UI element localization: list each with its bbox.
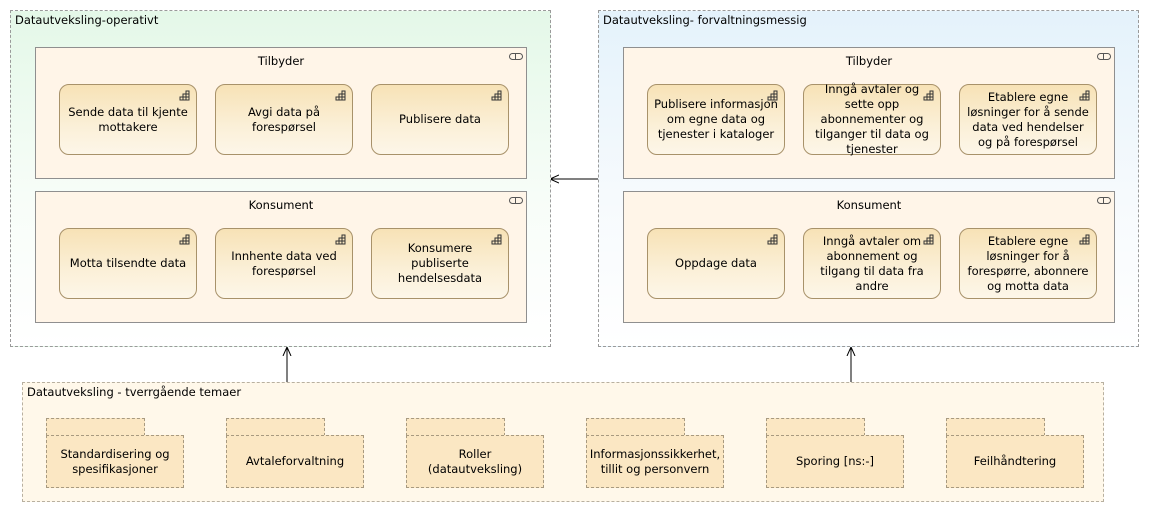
group-title: Datautveksling-operativt — [15, 13, 159, 27]
function-label: Avgi data på forespørsel — [247, 104, 321, 134]
package-tab — [406, 418, 505, 436]
group-title: Datautveksling- forvaltningsmessig — [603, 13, 807, 27]
function-icon — [179, 90, 190, 101]
function-icon — [335, 90, 346, 101]
service-icon — [509, 53, 523, 60]
service-provider[interactable]: Tilbyder Publisere informasjon om egne d… — [623, 47, 1115, 179]
package-label: Standardisering og spesifikasjoner — [46, 435, 184, 488]
function-box[interactable]: Publisere informasjon om egne data og tj… — [647, 84, 785, 155]
function-label: Publisere informasjon om egne data og tj… — [654, 97, 778, 141]
function-box[interactable]: Etablere egne løsninger for å sende data… — [959, 84, 1097, 155]
function-label: Oppdage data — [675, 256, 757, 270]
function-box[interactable]: Konsumere publiserte hendelsesdata — [371, 228, 509, 299]
function-box[interactable]: Publisere data — [371, 84, 509, 155]
package[interactable]: Avtaleforvaltning — [226, 418, 364, 488]
function-box[interactable]: Innhente data ved forespørsel — [215, 228, 353, 299]
service-title: Tilbyder — [845, 54, 893, 68]
service-title: Konsument — [248, 198, 314, 212]
function-box[interactable]: Inngå avtaler om abonnement og tilgang t… — [803, 228, 941, 299]
function-label: Publisere data — [399, 112, 481, 126]
function-icon — [491, 90, 502, 101]
service-provider[interactable]: Tilbyder Sende data til kjente mottakere… — [35, 47, 527, 179]
service-icon — [1097, 197, 1111, 204]
function-icon — [1079, 90, 1090, 101]
function-icon — [179, 234, 190, 245]
package[interactable]: Standardisering og spesifikasjoner — [46, 418, 184, 488]
package-tab — [946, 418, 1045, 436]
package-label: Feilhåndtering — [946, 435, 1084, 488]
function-icon — [491, 234, 502, 245]
service-consumer[interactable]: Konsument Motta tilsendte data Innhente … — [35, 191, 527, 323]
function-label: Innhente data ved forespørsel — [231, 248, 337, 278]
function-label: Konsumere publiserte hendelsesdata — [397, 241, 483, 285]
function-icon — [767, 234, 778, 245]
package[interactable]: Sporing [ns:-] — [766, 418, 904, 488]
function-box[interactable]: Motta tilsendte data — [59, 228, 197, 299]
package-label: Sporing [ns:-] — [766, 435, 904, 488]
function-box[interactable]: Oppdage data — [647, 228, 785, 299]
function-icon — [1079, 234, 1090, 245]
function-box[interactable]: Avgi data på forespørsel — [215, 84, 353, 155]
function-label: Etablere egne løsninger for å forespørre… — [967, 233, 1089, 293]
service-icon — [1097, 53, 1111, 60]
package-label: Avtaleforvaltning — [226, 435, 364, 488]
function-label: Inngå avtaler og sette opp abonnementer … — [815, 82, 929, 156]
service-consumer[interactable]: Konsument Oppdage data Inngå avtaler om … — [623, 191, 1115, 323]
function-icon — [335, 234, 346, 245]
package-tab — [226, 418, 325, 436]
function-box[interactable]: Inngå avtaler og sette opp abonnementer … — [803, 82, 941, 156]
service-title: Konsument — [836, 198, 902, 212]
function-icon — [923, 90, 934, 101]
function-label: Etablere egne løsninger for å sende data… — [967, 89, 1089, 149]
function-label: Motta tilsendte data — [69, 256, 187, 270]
function-icon — [923, 234, 934, 245]
function-box[interactable]: Sende data til kjente mottakere — [59, 84, 197, 155]
function-box[interactable]: Etablere egne løsninger for å forespørre… — [959, 228, 1097, 299]
package-label: Roller (datautveksling) — [406, 435, 544, 488]
package[interactable]: Informasjonssikkerhet, tillit og personv… — [586, 418, 724, 488]
package-tab — [586, 418, 685, 436]
service-icon — [509, 197, 523, 204]
package-tab — [766, 418, 865, 436]
group-title: Datautveksling - tverrgående temaer — [27, 385, 242, 399]
package[interactable]: Feilhåndtering — [946, 418, 1084, 488]
package-label: Informasjonssikkerhet, tillit og personv… — [586, 435, 724, 488]
package[interactable]: Roller (datautveksling) — [406, 418, 544, 488]
function-label: Inngå avtaler om abonnement og tilgang t… — [820, 233, 924, 293]
group-cross-cutting[interactable]: Datautveksling - tverrgående temaer Stan… — [22, 382, 1104, 502]
service-title: Tilbyder — [257, 54, 305, 68]
group-management[interactable]: Datautveksling- forvaltningsmessig Tilby… — [598, 10, 1139, 347]
package-tab — [46, 418, 145, 436]
group-operative[interactable]: Datautveksling-operativt Tilbyder Sende … — [10, 10, 551, 347]
function-label: Sende data til kjente mottakere — [68, 104, 188, 134]
function-icon — [767, 90, 778, 101]
